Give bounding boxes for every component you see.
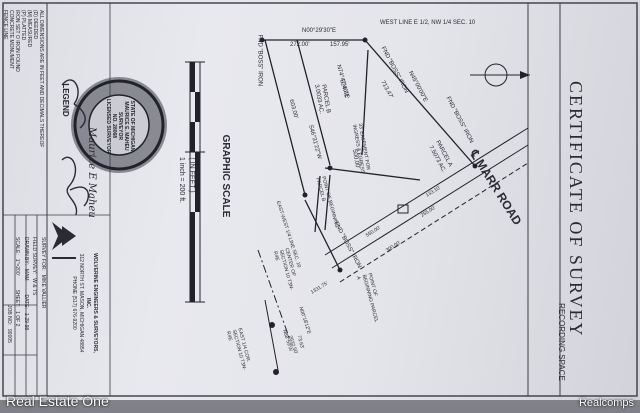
parcel-boundaries: [262, 39, 476, 271]
title-row-value: W & TS: [31, 278, 38, 296]
title-row-label: FIELD SURVEY:: [31, 237, 38, 275]
title-row-value: 1-29-98: [23, 312, 29, 331]
title-row-label: SHEET:: [14, 289, 21, 308]
legend-item: IRON SET O IRON FOUND: [14, 10, 20, 72]
title-row-value: 99005: [6, 329, 12, 343]
north-arrow: [470, 63, 530, 87]
legend-item: CONCRETE MONUMENT: [8, 10, 14, 69]
legend-item: (M) MEASURED: [26, 10, 32, 48]
certificate-title: CERTIFICATE OF SURVEY: [566, 81, 586, 338]
title-row: JOB NO: 99005: [5, 237, 14, 387]
title-row: DRAWN BY: MAM DATE: 1-29-98: [22, 237, 31, 387]
company-block: WOLVERINE ENGINEERS & SURVEYORS, INC. 31…: [71, 248, 98, 358]
company-phone: PHONE (517) 676-9200: [71, 276, 77, 330]
title-block-grid: [3, 214, 110, 396]
title-row-value: 1"=200': [14, 258, 21, 276]
recording-space-label: RECORDING SPACE: [557, 303, 566, 381]
fnd-boss-label-1: FND "BOSS" IRON: [256, 34, 263, 87]
company-name: WOLVERINE ENGINEERS & SURVEYORS, INC.: [85, 253, 98, 353]
signature-scribble: [61, 79, 90, 216]
company-logo: [52, 222, 76, 259]
bearing-top-label: N00°29'30"E: [302, 28, 337, 34]
seal-text: STATE OF MICHIGAN MAURICE E. MAHEU SURVE…: [103, 96, 135, 156]
signature: Maurice E Maheu: [86, 127, 97, 218]
seal-footer: LICENSED SURVEYOR: [105, 98, 111, 154]
graphic-scale-heading: GRAPHIC SCALE: [220, 134, 231, 218]
seal-state: STATE OF MICHIGAN: [129, 100, 135, 152]
title-row-label: SCALE:: [14, 237, 21, 255]
legend-heading: LEGEND: [61, 83, 70, 117]
dist-157-label: 157.95': [330, 42, 350, 48]
monuments: [259, 37, 478, 375]
title-row-value: MIKE VALLIER: [40, 274, 46, 309]
west-line-label: WEST LINE E 1/2, NW 1/4 SEC. 10: [380, 20, 476, 26]
legend-item: (P) PLATTED: [20, 10, 26, 41]
legend-item: ALL DIMENSIONS ARE IN FEET AND DECIMALS …: [38, 10, 44, 148]
watermark-right: Realcomps: [578, 397, 634, 409]
title-row-value: 1 OF 2: [14, 311, 21, 327]
legend-list: ALL DIMENSIONS ARE IN FEET AND DECIMALS …: [0, 10, 44, 150]
title-row: SCALE: 1"=200' SHEET: 1 OF 2: [13, 237, 22, 387]
dist-272-label: 272.00': [290, 42, 310, 48]
graphic-scale-ratio: 1 inch = 200 ft.: [178, 156, 185, 204]
surveyor-seal: [71, 77, 167, 173]
title-row-label: DATE:: [23, 294, 29, 309]
title-row-label: SURVEY FOR:: [40, 237, 46, 271]
marr-road: [324, 127, 529, 283]
title-row-label: JOB NO:: [6, 305, 12, 326]
survey-sheet: [0, 0, 640, 400]
seal-number: NO. 28068: [111, 113, 117, 139]
watermark-left: Real Estate One: [6, 393, 109, 409]
sheet-border: [2, 2, 638, 397]
legend-item: FENCE LINE: [2, 10, 8, 40]
company-address: 312 NORTH ST. MASON, MICHIGAN 48854: [78, 253, 84, 353]
graphic-scale-bar: [185, 61, 205, 303]
title-row-label: DRAWN BY:: [23, 237, 29, 265]
title-row: SURVEY FOR: MIKE VALLIER: [39, 237, 48, 387]
title-block: SURVEY FOR: MIKE VALLIER FIELD SURVEY: W…: [3, 237, 47, 387]
graphic-scale-unit: ( IN FEET ): [188, 157, 195, 193]
title-row: FIELD SURVEY: W & TS: [30, 237, 39, 387]
section-line: [257, 249, 291, 371]
seal-name: MAURICE E. MAHEU: [123, 101, 129, 151]
title-row-value: MAM: [23, 268, 29, 281]
